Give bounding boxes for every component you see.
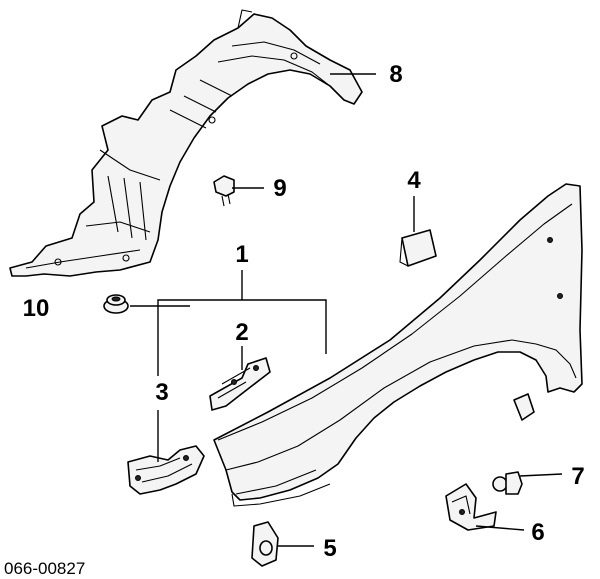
callout-9: 9 [273,175,286,202]
fender-bracket-upper [209,357,271,411]
grommet [103,294,129,314]
liner-clip [213,175,235,207]
callout-8: 8 [389,61,402,88]
callout-10: 10 [23,295,50,322]
fender-bracket-lower [127,445,205,495]
callout-1: 1 [235,241,248,268]
fender-liner [9,9,363,277]
callout-7: 7 [571,463,584,490]
retainer-clip [251,521,279,567]
callouts: 8 9 4 10 1 2 3 5 6 7 [23,61,585,562]
leader-lines [130,73,563,547]
callout-5: 5 [323,535,336,562]
callout-3: 3 [155,379,168,406]
diagram-code: 066-00827 [4,559,85,578]
callout-4: 4 [407,167,421,194]
fender-bracket-rear [445,483,497,531]
fender-seal [399,229,437,267]
front-fender [213,183,583,507]
callout-2: 2 [235,319,248,346]
callout-6: 6 [531,519,544,546]
push-rivet [492,471,523,495]
